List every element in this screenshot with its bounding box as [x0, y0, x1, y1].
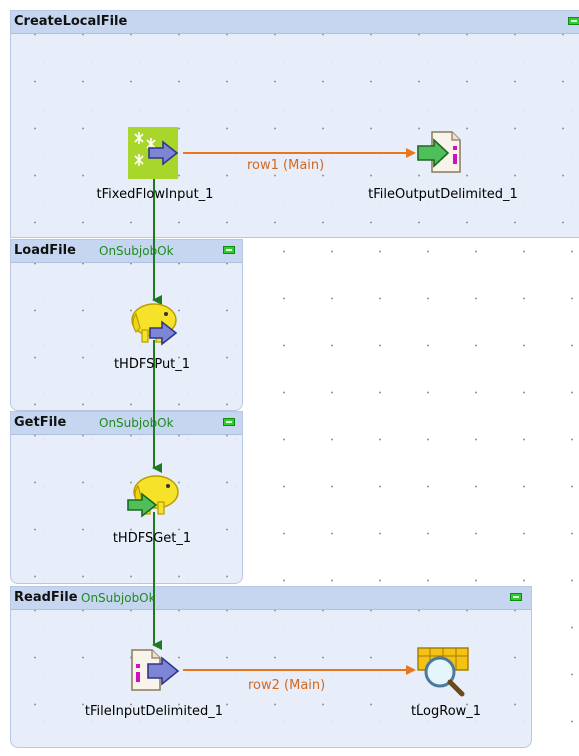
row1-main-label[interactable]: row1 (Main) — [247, 158, 325, 173]
file-output-delimited-icon — [417, 131, 461, 173]
file-input-delimited-icon — [131, 649, 180, 691]
component-label: tHDFSGet_1 — [112, 531, 192, 546]
component-tfileinputdelimited[interactable] — [130, 646, 184, 694]
hdfs-get-icon — [127, 475, 179, 518]
subjob-header[interactable]: GetFile OnSubjobOk — [11, 412, 242, 435]
component-label: tHDFSPut_1 — [113, 357, 191, 372]
collapse-icon[interactable] — [223, 246, 235, 254]
component-thdfsput[interactable] — [126, 298, 182, 350]
log-row-icon — [417, 647, 469, 697]
subjob-header[interactable]: ReadFile OnSubjobOk — [11, 587, 531, 610]
subjob-title: CreateLocalFile — [14, 14, 128, 29]
collapse-icon[interactable] — [510, 593, 522, 601]
subjob-title: ReadFile — [14, 590, 78, 605]
component-tfileoutputdelimited[interactable] — [416, 128, 464, 176]
subjob-title: GetFile — [14, 415, 67, 430]
component-label: tFixedFlowInput_1 — [96, 187, 214, 202]
hdfs-put-icon — [131, 303, 178, 346]
fixed-flow-input-icon — [128, 127, 179, 179]
component-tfixedflowinput[interactable] — [127, 126, 181, 180]
subjob-trigger-label: OnSubjobOk — [81, 591, 156, 605]
subjob-title: LoadFile — [14, 243, 76, 258]
row2-main-label[interactable]: row2 (Main) — [248, 678, 326, 693]
subjob-create-local-file[interactable]: CreateLocalFile — [10, 10, 579, 238]
collapse-icon[interactable] — [568, 17, 579, 25]
collapse-icon[interactable] — [223, 418, 235, 426]
component-thdfsget[interactable] — [126, 470, 182, 522]
subjob-load-file[interactable]: LoadFile OnSubjobOk — [10, 239, 243, 411]
component-label: tFileInputDelimited_1 — [84, 704, 224, 719]
component-label: tFileOutputDelimited_1 — [368, 187, 518, 202]
subjob-header[interactable]: LoadFile OnSubjobOk — [11, 240, 242, 263]
component-tlogrow[interactable] — [416, 644, 472, 698]
subjob-get-file[interactable]: GetFile OnSubjobOk — [10, 411, 243, 584]
subjob-header[interactable]: CreateLocalFile — [11, 11, 579, 34]
subjob-trigger-label: OnSubjobOk — [99, 416, 174, 430]
subjob-trigger-label: OnSubjobOk — [99, 244, 174, 258]
component-label: tLogRow_1 — [410, 704, 482, 719]
